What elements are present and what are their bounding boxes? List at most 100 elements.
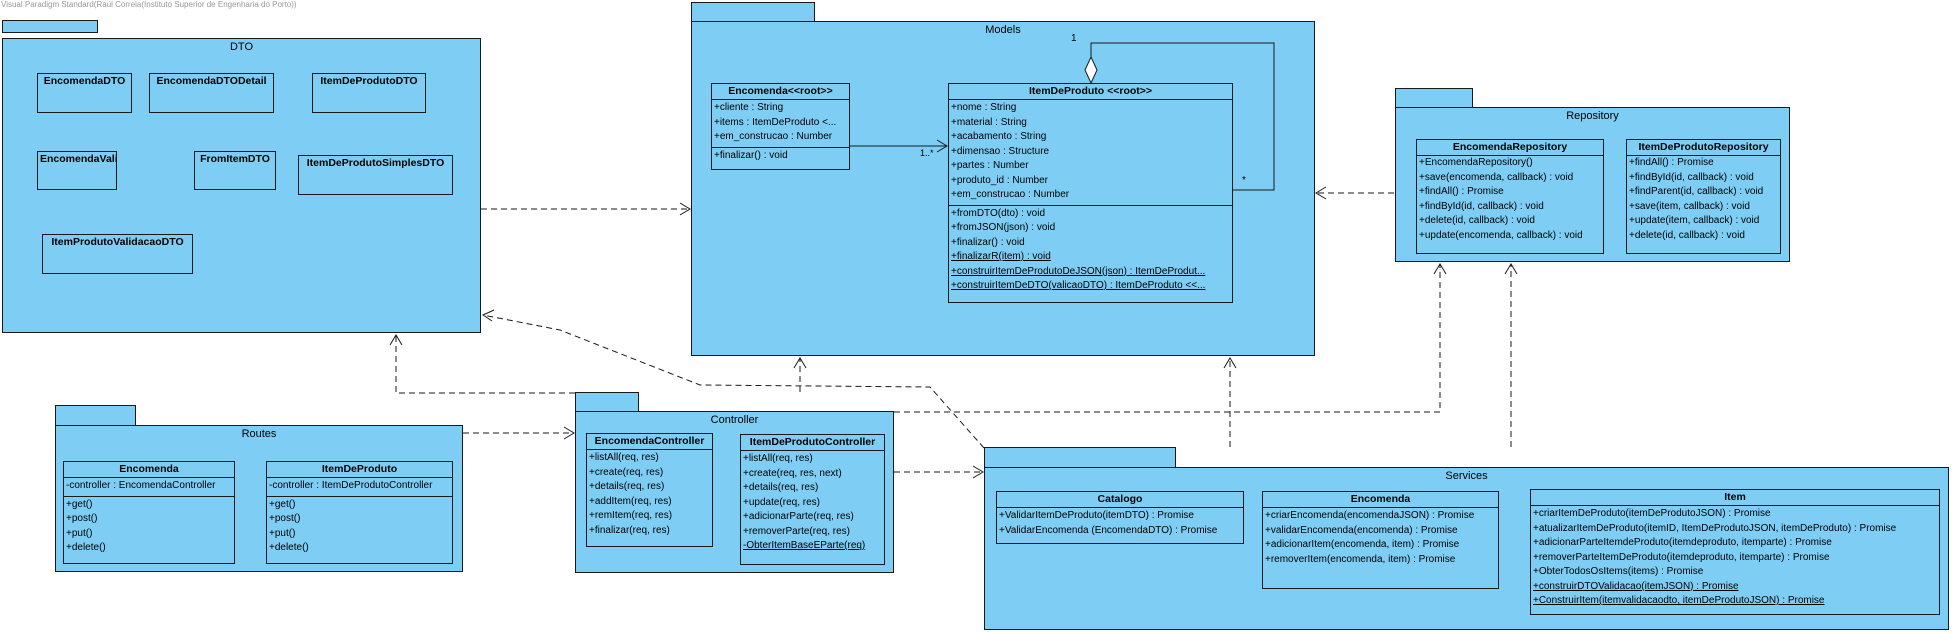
operations-section: +ValidarItemDeProduto(itemDTO) : Promise…: [997, 507, 1243, 540]
operation: +finalizar() : void: [714, 149, 788, 161]
operation: +save(item, callback) : void: [1629, 200, 1750, 212]
operations-section: +get() +post() +put() +delete(): [267, 495, 452, 558]
arrowhead: [793, 357, 807, 369]
encomenda-controller-class[interactable]: EncomendaController +listAll(req, res) +…: [586, 433, 713, 547]
encomenda-root-class[interactable]: Encomenda<<root>> +cliente : String +ite…: [711, 83, 850, 170]
class-name: ItemProdutoValidacaoDTO: [51, 236, 184, 248]
services-package-title: Services: [1445, 470, 1488, 482]
class-name: ItemDeProduto: [321, 463, 398, 475]
routes-encomenda-class[interactable]: Encomenda -controller : EncomendaControl…: [63, 461, 235, 564]
controller-package-tab: [575, 392, 639, 412]
routes-item-de-produto-class[interactable]: ItemDeProduto -controller : ItemDeProdut…: [266, 461, 453, 564]
operation: +adicionarItem(encomenda, item) : Promis…: [1265, 539, 1460, 550]
attribute: +partes : Number: [951, 160, 1029, 171]
from-item-dto-class[interactable]: FromItemDTO: [194, 151, 276, 190]
operations-section: +listAll(req, res) +create(req, res) +de…: [587, 449, 712, 540]
encomenda-dto-class[interactable]: EncomendaDTO: [37, 73, 132, 113]
operation: +save(encomenda, callback) : void: [1419, 171, 1574, 183]
operation: +details(req, res): [743, 482, 819, 493]
item-de-produto-root-class[interactable]: ItemDeProduto <<root>> +nome : String +m…: [948, 83, 1233, 303]
operation: +remItem(req, res): [589, 510, 673, 521]
services-package-tab: [984, 447, 1176, 468]
catalogo-class[interactable]: Catalogo +ValidarItemDeProduto(itemDTO) …: [996, 491, 1244, 544]
operations-section: +criarItemDeProduto(itemDeProdutoJSON) :…: [1531, 505, 1939, 611]
operations-section: +findAll() : Promise +findById(id, callb…: [1627, 155, 1780, 245]
operation: +put(): [269, 527, 296, 539]
repository-package-title: Repository: [1566, 110, 1619, 122]
dto-package-tab: [2, 20, 98, 33]
item-de-produto-simples-dto-class[interactable]: ItemDeProdutoSimplesDTO: [298, 155, 453, 195]
attribute: +nome : String: [951, 102, 1017, 113]
item-de-produto-controller-class[interactable]: ItemDeProdutoController +listAll(req, re…: [740, 434, 885, 565]
operations-section: +finalizar() : void: [712, 146, 849, 166]
operation: +finalizar() : void: [951, 236, 1025, 248]
class-name: EncomendaDTO: [43, 75, 126, 87]
dto-package-title: DTO: [229, 41, 254, 53]
encomenda-repository-class[interactable]: EncomendaRepository +EncomendaRepository…: [1416, 139, 1604, 254]
class-name: EncomendaController: [594, 435, 705, 447]
operation: +create(req, res, next): [743, 467, 842, 479]
operations-section: +listAll(req, res) +create(req, res, nex…: [741, 450, 884, 556]
aggregation-multiplicity: 1: [1071, 33, 1077, 44]
operation: +EncomendaRepository(): [1419, 157, 1533, 168]
operation: +post(): [269, 513, 301, 524]
arrowhead: [481, 309, 495, 322]
operation: +findById(id, callback) : void: [1629, 171, 1754, 183]
dependency-controller-dto: [395, 335, 575, 394]
arrowhead: [1504, 263, 1518, 275]
attribute: +material : String: [951, 116, 1027, 128]
operation: +ObterTodosOsItems(items) : Promise: [1533, 566, 1704, 577]
item-de-produto-repository-class[interactable]: ItemDeProdutoRepository +findAll() : Pro…: [1626, 139, 1781, 254]
class-name: ItemDeProdutoSimplesDTO: [306, 157, 445, 169]
operation: +update(encomenda, callback) : void: [1419, 229, 1583, 241]
arrowhead: [389, 334, 403, 346]
class-name: EncomendaRepository: [1452, 141, 1568, 153]
operation: +fromJSON(json) : void: [951, 222, 1056, 233]
operation: +removerParte(req, res): [743, 525, 850, 537]
operation: +details(req, res): [589, 481, 665, 492]
arrowhead: [563, 426, 575, 440]
class-name: ItemDeProdutoDTO: [320, 75, 418, 87]
operation: +findAll() : Promise: [1419, 186, 1504, 197]
operation: +adicionarParte(req, res): [743, 511, 854, 522]
operation: +update(item, callback) : void: [1629, 215, 1760, 226]
services-item-class[interactable]: Item +criarItemDeProduto(itemDeProdutoJS…: [1530, 489, 1940, 615]
controller-package-title: Controller: [710, 414, 759, 426]
encomenda-dto-detail-class[interactable]: EncomendaDTODetail: [149, 73, 274, 113]
operation: +removerParteItemDeProduto(itemdeproduto…: [1533, 551, 1830, 563]
operation: +ValidarEncomenda (EncomendaDTO) : Promi…: [999, 524, 1218, 536]
repository-package-tab: [1395, 88, 1473, 108]
operation: +finalizar(req, res): [589, 524, 670, 536]
operations-section: +fromDTO(dto) : void +fromJSON(json) : v…: [949, 204, 1232, 296]
operation: +delete(): [66, 542, 106, 553]
operation: +removerItem(encomenda, item) : Promise: [1265, 553, 1456, 565]
static-operation: -ObterItemBaseEParte(req): [743, 540, 866, 551]
static-operation: +ConstruirItem(itemvalidacaodto, itemDeP…: [1533, 595, 1825, 606]
attribute: +items : ItemDeProduto <...: [714, 116, 837, 128]
attribute: +acabamento : String: [951, 131, 1047, 142]
services-encomenda-class[interactable]: Encomenda +criarEncomenda(encomendaJSON)…: [1262, 491, 1499, 589]
encomenda-valid-class[interactable]: EncomendaValic: [37, 151, 117, 190]
operation: +findParent(id, callback) : void: [1629, 186, 1764, 197]
attributes-section: +nome : String +material : String +acaba…: [949, 99, 1232, 205]
item-produto-validacao-dto-class[interactable]: ItemProdutoValidacaoDTO: [42, 234, 193, 274]
operation: +get(): [269, 498, 296, 510]
operation: +validarEncomenda(encomenda) : Promise: [1265, 524, 1458, 536]
operation: +get(): [66, 498, 93, 510]
routes-package-title: Routes: [241, 428, 277, 440]
operation: +post(): [66, 513, 98, 524]
attribute: +em_construcao : Number: [714, 131, 833, 142]
class-name: EncomendaDTODetail: [156, 75, 267, 87]
class-name: ItemDeProdutoController: [749, 436, 876, 448]
arrowhead: [972, 465, 984, 479]
routes-package-tab: [55, 405, 136, 426]
models-package-title: Models: [985, 24, 1021, 36]
item-de-produto-dto-class[interactable]: ItemDeProdutoDTO: [312, 73, 426, 113]
operation: +delete(): [269, 542, 309, 553]
class-name: EncomendaValic: [40, 153, 116, 165]
arrowhead: [1315, 186, 1327, 200]
static-operation: +construirDTOValidacao(itemJSON) : Promi…: [1533, 580, 1739, 592]
operation: +delete(id, callback) : void: [1419, 215, 1535, 226]
arrowhead: [1223, 357, 1237, 369]
class-name: Encomenda<<root>>: [728, 85, 833, 97]
